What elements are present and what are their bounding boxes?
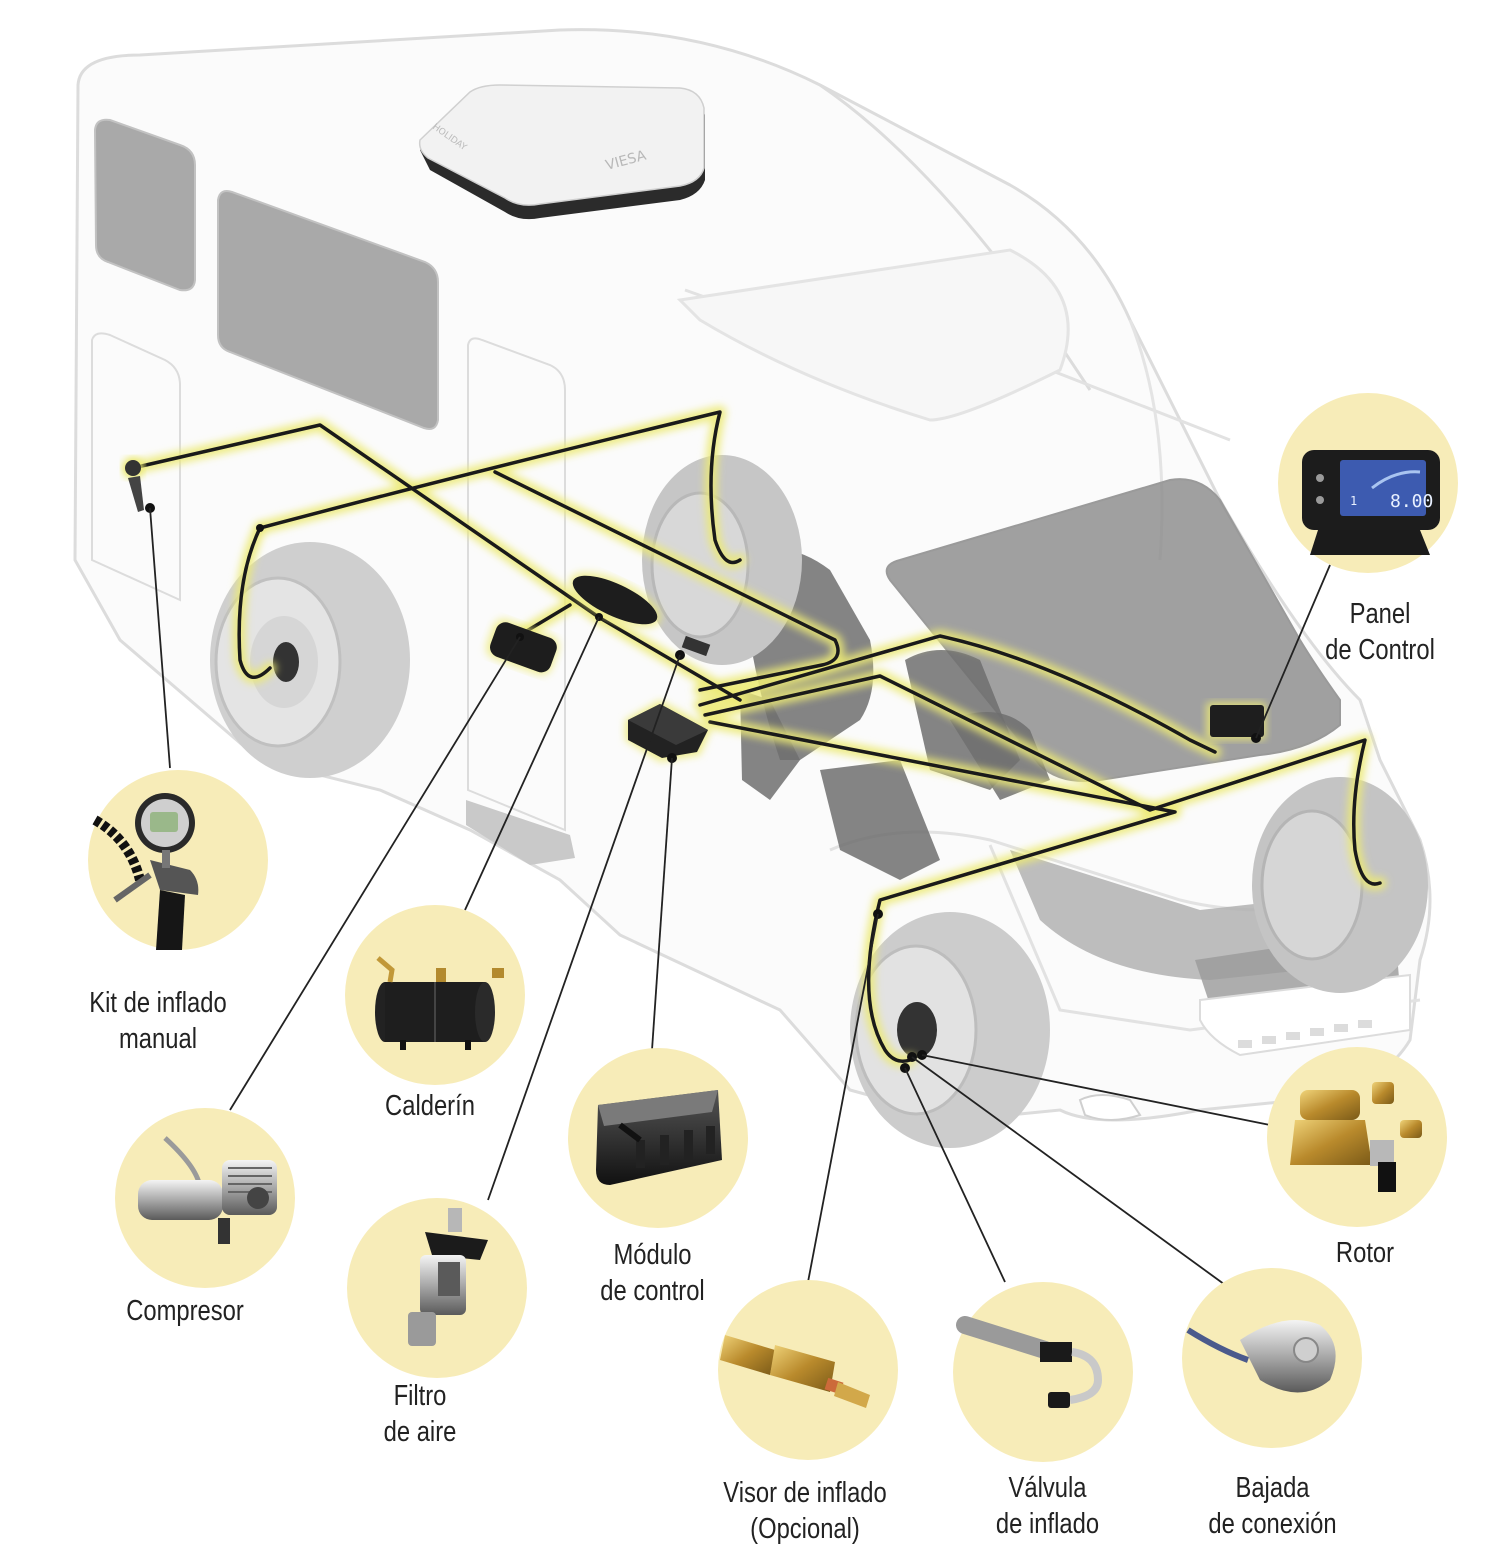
label-visor-line-2: (Opcional) bbox=[750, 1513, 860, 1545]
air-filter-icon bbox=[408, 1208, 488, 1346]
callout-rotor bbox=[1267, 1047, 1447, 1227]
label-bajada-line-2: de conexión bbox=[1208, 1508, 1337, 1540]
label-panel: Panel de Control bbox=[1306, 596, 1454, 668]
label-bajada: Bajada de conexión bbox=[1188, 1470, 1356, 1542]
label-modulo-line-2: de control bbox=[600, 1275, 705, 1307]
label-rotor: Rotor bbox=[1304, 1235, 1427, 1271]
rear-wheel bbox=[210, 542, 410, 778]
label-calderin-line-1: Calderín bbox=[385, 1090, 475, 1122]
callout-panel: 8.00 1 bbox=[1278, 393, 1458, 573]
side-windows bbox=[93, 118, 439, 430]
air-tank-icon bbox=[375, 956, 504, 1050]
front-right-wheel bbox=[1252, 777, 1428, 993]
callout-compresor bbox=[115, 1108, 295, 1288]
label-kit-line-2: manual bbox=[118, 1023, 198, 1055]
connection-drop-icon bbox=[1186, 1320, 1336, 1393]
installed-panel bbox=[1206, 702, 1266, 740]
motorhome-illustration: VIESA HOLIDAY bbox=[73, 28, 1432, 1148]
label-calderin: Calderín bbox=[360, 1088, 499, 1124]
label-filtro-line-1: Filtro bbox=[393, 1380, 447, 1412]
label-valvula-line-2: de inflado bbox=[995, 1508, 1100, 1540]
label-kit: Kit de inflado manual bbox=[76, 985, 240, 1057]
panel-display-value: 8.00 bbox=[1390, 491, 1433, 512]
callout-modulo bbox=[568, 1048, 748, 1228]
roof-ac-unit: VIESA HOLIDAY bbox=[418, 84, 705, 220]
label-valvula-line-1: Válvula bbox=[1008, 1472, 1087, 1504]
installed-tank bbox=[568, 572, 662, 628]
installed-gauge bbox=[122, 457, 144, 512]
label-visor-line-1: Visor de inflado bbox=[723, 1477, 887, 1509]
installed-filter bbox=[681, 635, 711, 657]
label-bajada-line-1: Bajada bbox=[1235, 1472, 1310, 1504]
compressor-icon bbox=[138, 1136, 277, 1244]
label-rotor-line-1: Rotor bbox=[1335, 1237, 1395, 1269]
label-compresor: Compresor bbox=[115, 1293, 254, 1329]
label-kit-line-1: Kit de inflado bbox=[89, 987, 227, 1019]
tire-inflator-gauge-icon bbox=[92, 793, 199, 950]
control-panel-display-icon: 8.00 1 bbox=[1302, 450, 1440, 555]
callout-filtro bbox=[347, 1198, 527, 1378]
callout-visor bbox=[718, 1280, 898, 1460]
panel-display-small: 1 bbox=[1350, 494, 1357, 508]
label-panel-line-1: Panel bbox=[1349, 598, 1411, 630]
inflation-viewer-icon bbox=[720, 1335, 870, 1408]
leader-lines bbox=[149, 507, 1331, 1288]
entry-step bbox=[466, 800, 575, 865]
label-filtro: Filtro de aire bbox=[350, 1378, 489, 1450]
label-compresor-line-1: Compresor bbox=[126, 1295, 244, 1327]
callout-kit bbox=[88, 770, 268, 950]
rotor-icon bbox=[1290, 1082, 1422, 1192]
front-left-wheel bbox=[850, 912, 1050, 1148]
inflation-valve-icon bbox=[956, 1316, 1103, 1408]
label-filtro-line-2: de aire bbox=[383, 1416, 457, 1448]
label-valvula: Válvula de inflado bbox=[972, 1470, 1124, 1542]
callout-valvula bbox=[953, 1282, 1133, 1462]
callout-calderin bbox=[345, 905, 525, 1085]
control-module-icon bbox=[596, 1090, 722, 1185]
label-modulo-line-1: Módulo bbox=[613, 1239, 692, 1271]
label-visor: Visor de inflado (Opcional) bbox=[711, 1475, 900, 1547]
callout-bajada bbox=[1182, 1268, 1362, 1448]
air-tubing-system bbox=[126, 405, 1387, 1068]
side-doors bbox=[91, 332, 566, 832]
label-modulo: Módulo de control bbox=[577, 1237, 729, 1309]
label-panel-line-2: de Control bbox=[1325, 634, 1435, 666]
